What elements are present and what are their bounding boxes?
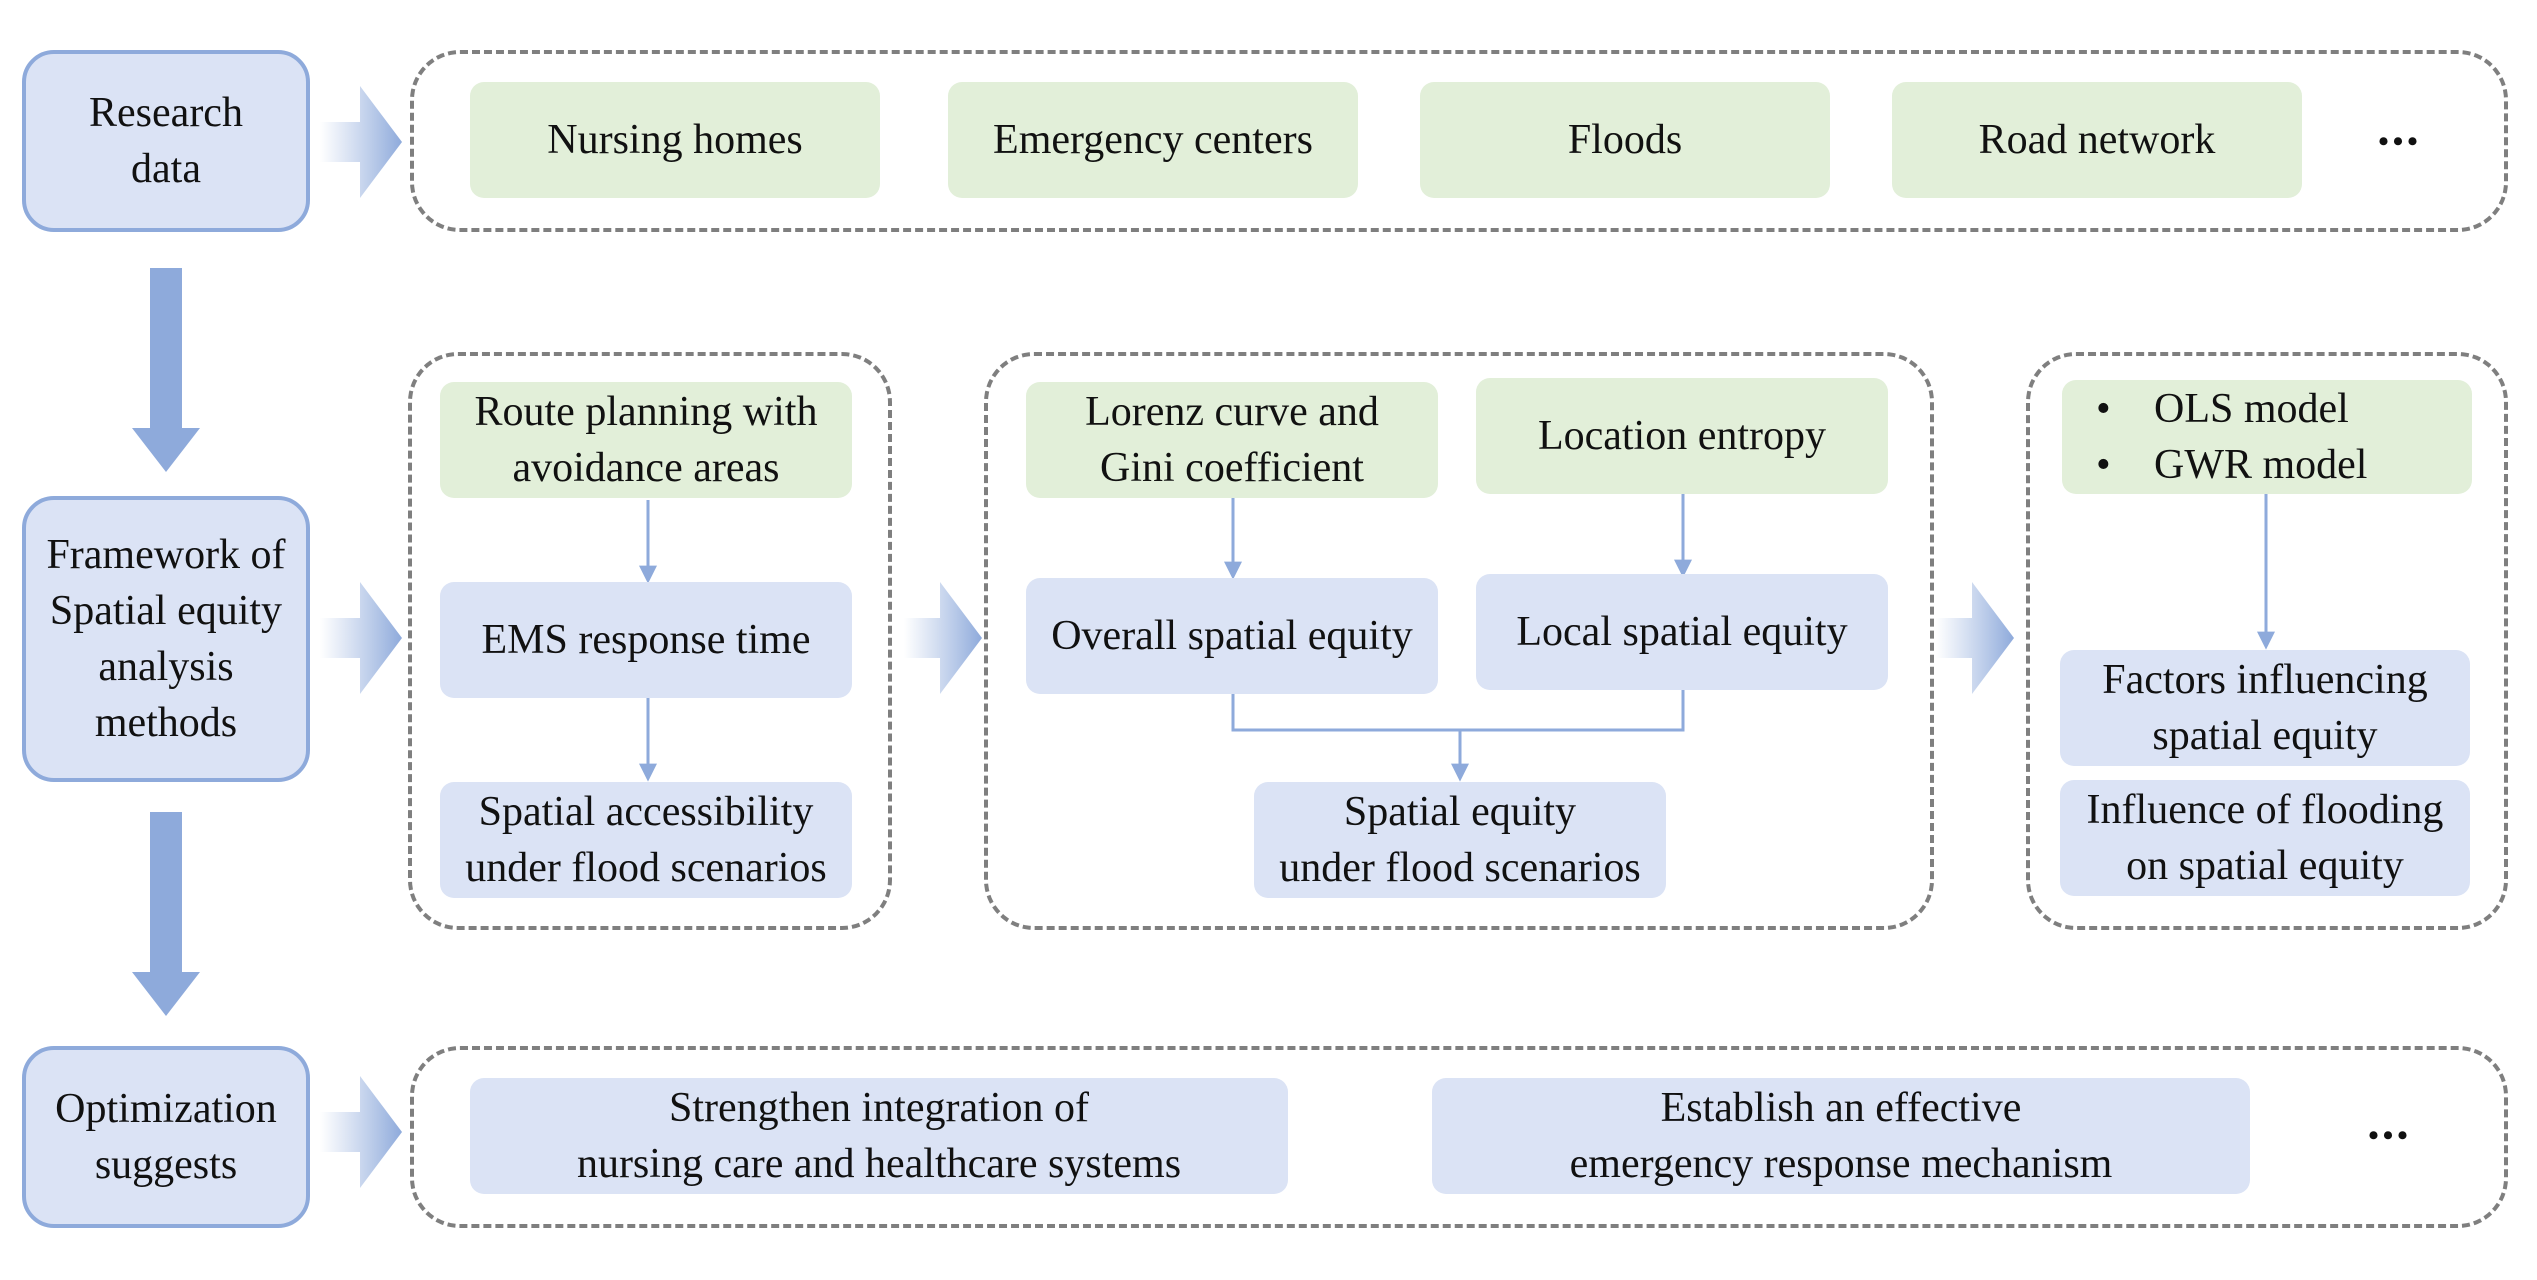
stage-framework: Framework of Spatial equity analysis met… xyxy=(22,496,310,782)
down-arrow-framework-to-optimization xyxy=(132,812,200,1016)
research-more-ellipsis: ••• xyxy=(2378,125,2422,158)
right-arrow-optimization xyxy=(320,1076,402,1188)
optimization-item-emergency-mechanism: Establish an effective emergency respons… xyxy=(1432,1078,2250,1194)
model-item-ols: OLS model xyxy=(2096,381,2367,437)
overall-spatial-equity-box: Overall spatial equity xyxy=(1026,578,1438,694)
down-arrow-research-to-framework xyxy=(132,268,200,472)
right-arrow-research xyxy=(320,86,402,198)
models-box: OLS model GWR model xyxy=(2062,380,2472,494)
connector-equity-merge xyxy=(1231,690,1685,732)
research-item-road-network: Road network xyxy=(1892,82,2302,198)
optimization-more-ellipsis: ••• xyxy=(2368,1119,2412,1152)
factors-group xyxy=(2026,352,2508,930)
factors-influencing-box: Factors influencing spatial equity xyxy=(2060,650,2470,766)
research-item-nursing-homes: Nursing homes xyxy=(470,82,880,198)
stage-research-data: Research data xyxy=(22,50,310,232)
spatial-accessibility-box: Spatial accessibility under flood scenar… xyxy=(440,782,852,898)
optimization-container xyxy=(410,1046,2508,1228)
lorenz-gini-box: Lorenz curve and Gini coefficient xyxy=(1026,382,1438,498)
location-entropy-box: Location entropy xyxy=(1476,378,1888,494)
accessibility-group xyxy=(408,352,892,930)
route-planning-box: Route planning with avoidance areas xyxy=(440,382,852,498)
right-arrow-equity-to-factors xyxy=(1936,582,2014,694)
influence-flooding-box: Influence of flooding on spatial equity xyxy=(2060,780,2470,896)
research-data-container xyxy=(410,50,2508,232)
right-arrow-framework xyxy=(320,582,402,694)
ems-response-time-box: EMS response time xyxy=(440,582,852,698)
research-item-floods: Floods xyxy=(1420,82,1830,198)
spatial-equity-flood-box: Spatial equity under flood scenarios xyxy=(1254,782,1666,898)
stage-optimization: Optimization suggests xyxy=(22,1046,310,1228)
model-item-gwr: GWR model xyxy=(2096,437,2367,493)
right-arrow-accessibility-to-equity xyxy=(904,582,982,694)
optimization-item-integration: Strengthen integration of nursing care a… xyxy=(470,1078,1288,1194)
research-item-emergency-centers: Emergency centers xyxy=(948,82,1358,198)
equity-group xyxy=(984,352,1934,930)
local-spatial-equity-box: Local spatial equity xyxy=(1476,574,1888,690)
